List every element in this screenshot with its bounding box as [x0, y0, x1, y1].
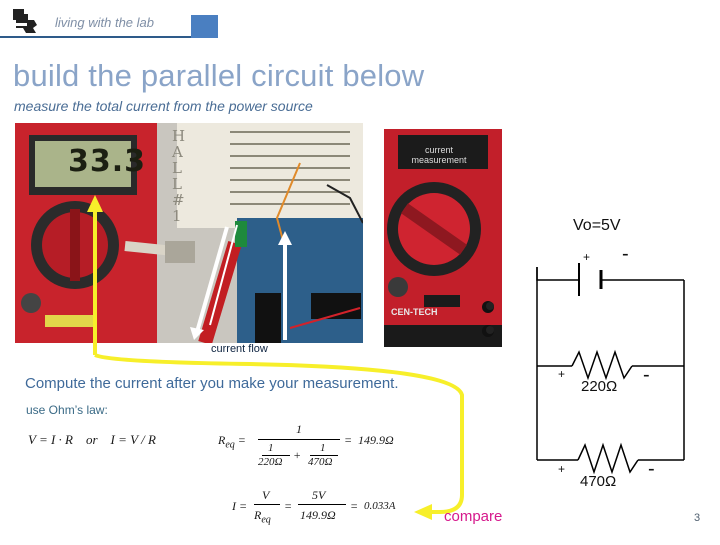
header-accent-box	[191, 15, 218, 38]
i-five-v: 5V	[312, 488, 326, 502]
r1-minus-sign: -	[643, 364, 650, 386]
meter-brand: CEN-TECH	[391, 307, 438, 317]
ohm-law-label: use Ohm’s law:	[26, 403, 108, 417]
req-one-b: 1	[320, 442, 326, 454]
r2-label: 470Ω	[580, 473, 617, 490]
header-logo-icon	[10, 6, 40, 36]
r1-label: 220Ω	[581, 378, 618, 395]
r1-plus-sign: +	[558, 367, 566, 381]
current-formula: I = V Req = 5V 149.9Ω = 0.033A	[232, 488, 396, 526]
r2-minus-sign: -	[648, 458, 655, 480]
page-title: build the parallel circuit below	[13, 58, 425, 93]
source-plus-sign: +	[583, 250, 591, 264]
current-flow-arrow-icon	[190, 195, 300, 345]
source-voltage-label: Vo=5V	[573, 217, 621, 234]
circuit-diagram	[480, 240, 700, 500]
i-result: 0.033A	[364, 500, 396, 512]
req-result: 149.9Ω	[358, 433, 394, 447]
photo-meter-breadboard	[15, 123, 364, 346]
brand-text: living with the lab	[55, 15, 154, 30]
req-r2: 470Ω	[308, 456, 333, 468]
page-subtitle: measure the total current from the power…	[14, 98, 313, 114]
req-formula: Req = 1 1 220Ω + 1 470Ω = 149.9Ω	[218, 422, 394, 468]
req-one-a: 1	[268, 442, 274, 454]
page-number: 3	[694, 512, 701, 524]
meter-reading: 33.3	[68, 144, 147, 179]
source-minus-sign: -	[622, 243, 629, 265]
req-numerator: 1	[296, 422, 302, 436]
compare-label: compare	[444, 508, 503, 525]
current-flow-caption: current flow	[211, 343, 268, 355]
i-req: 149.9Ω	[300, 508, 336, 522]
meter-label-current: current measurement	[411, 145, 467, 165]
header-underline	[0, 36, 192, 38]
r2-plus-sign: +	[558, 462, 566, 476]
req-r1: 220Ω	[258, 456, 283, 468]
compute-instruction: Compute the current after you make your …	[25, 375, 399, 392]
ohm-formula: V = I · R or I = V / R	[28, 432, 156, 447]
photo-meter-closeup	[384, 129, 502, 347]
breadboard-label: HALL #1	[172, 127, 186, 225]
